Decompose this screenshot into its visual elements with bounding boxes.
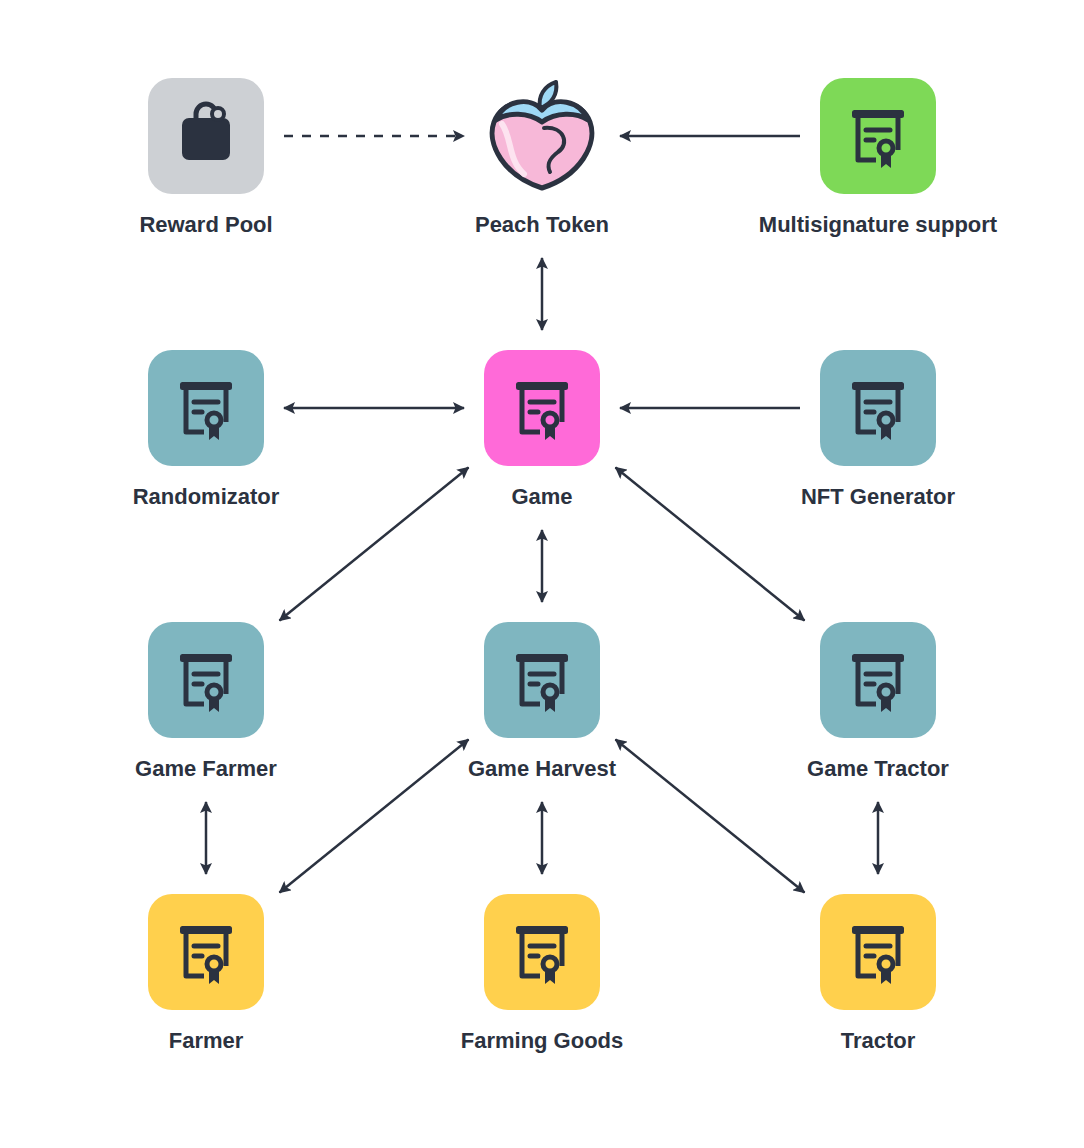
node-label: Farming Goods [364,1028,720,1054]
tile-icon [484,894,600,1010]
connector [541,802,544,874]
node-label: Reward Pool [28,212,384,238]
tile-icon [148,622,264,738]
contract-node: Game [484,350,600,510]
node-label: Multisignature support [700,212,1056,238]
contract-node: Tractor [820,894,936,1054]
connector [541,258,544,330]
node-label: NFT Generator [700,484,1056,510]
node-label: Game [364,484,720,510]
icon-tile [484,894,600,1010]
node-label: Randomizator [28,484,384,510]
tile-icon [484,78,600,194]
icon-tile [148,622,264,738]
node-label: Game Tractor [700,756,1056,782]
icon-tile [484,350,600,466]
connector [284,407,464,410]
connector [205,802,208,874]
connector [620,407,800,410]
node-label: Game Harvest [364,756,720,782]
contract-node: Game Farmer [148,622,264,782]
connector [620,135,800,138]
tile-icon [148,78,264,194]
connector [877,802,880,874]
node-label: Game Farmer [28,756,384,782]
connector [280,468,469,621]
tile-icon [484,622,600,738]
node-label: Tractor [700,1028,1056,1054]
contract-node: Game Tractor [820,622,936,782]
icon-tile [484,78,600,194]
contract-node: NFT Generator [820,350,936,510]
tile-icon [820,350,936,466]
contract-node: Farming Goods [484,894,600,1054]
tile-icon [484,350,600,466]
contract-node: Farmer [148,894,264,1054]
icon-tile [148,350,264,466]
contract-node: Game Harvest [484,622,600,782]
tile-icon [820,894,936,1010]
node-label: Farmer [28,1028,384,1054]
icon-tile [820,78,936,194]
tile-icon [820,78,936,194]
icon-tile [148,78,264,194]
node-label: Peach Token [364,212,720,238]
icon-tile [148,894,264,1010]
icon-tile [820,350,936,466]
icon-tile [820,894,936,1010]
contract-node: Multisignature support [820,78,936,238]
connector [616,740,805,893]
tile-icon [148,894,264,1010]
connector [280,740,469,893]
contract-node: Peach Token [484,78,600,238]
connector [541,530,544,602]
icon-tile [820,622,936,738]
connector [284,135,464,138]
contract-node: Randomizator [148,350,264,510]
icon-tile [484,622,600,738]
contract-node: Reward Pool [148,78,264,238]
tile-icon [148,350,264,466]
tile-icon [820,622,936,738]
connector [616,468,805,621]
